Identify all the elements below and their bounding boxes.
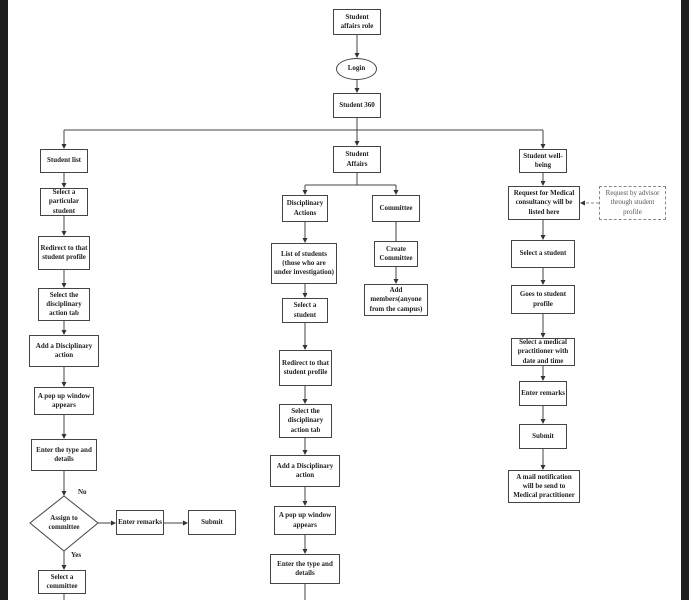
goes-to-profile-box: Goes to student profile — [511, 285, 575, 314]
select-particular-student-box: Select a particular student — [40, 188, 88, 216]
select-disciplinary-tab-box: Select the disciplinary action tab — [38, 288, 90, 321]
popup-window-box: A pop up window appears — [34, 387, 94, 415]
redirect-profile-box: Redirect to that student profile — [279, 350, 332, 386]
enter-type-details-box: Enter the type and details — [270, 554, 340, 584]
submit-box: Submit — [188, 510, 236, 535]
left-window-border — [0, 0, 8, 600]
enter-remarks-box: Enter remarks — [116, 510, 164, 535]
select-disciplinary-tab-box: Select the disciplinary action tab — [279, 404, 332, 438]
committee-box: Committee — [372, 195, 420, 222]
select-student-box: Select a student — [511, 240, 575, 268]
add-disciplinary-action-box: Add a Disciplinary action — [270, 455, 340, 487]
student-wellbeing-box: Student well-being — [519, 149, 567, 173]
enter-type-details-box: Enter the type and details — [31, 439, 97, 471]
select-medical-practitioner-box: Select a medical practitioner with date … — [511, 338, 575, 366]
no-label: No — [78, 488, 87, 496]
login-node: Login — [336, 58, 377, 80]
medical-request-list-box: Request for Medical consultancy will be … — [508, 186, 580, 220]
list-students-box: List of students (those who are under in… — [271, 243, 337, 284]
add-disciplinary-action-box: Add a Disciplinary action — [29, 335, 99, 367]
student-affairs-box: Student Affairs — [333, 146, 381, 173]
popup-window-box: A pop up window appears — [274, 506, 336, 535]
select-student-box: Select a student — [282, 298, 328, 323]
submit-box: Submit — [519, 424, 567, 449]
mail-notification-box: A mail notification will be send to Medi… — [508, 470, 580, 503]
assign-committee-decision: Assign to committee — [48, 514, 80, 532]
student-list-box: Student list — [40, 149, 88, 173]
create-committee-box: Create Committee — [374, 241, 418, 267]
enter-remarks-box: Enter remarks — [519, 381, 567, 406]
disciplinary-actions-box: Disciplinary Actions — [282, 195, 328, 222]
student-affairs-role-box: Student affairs role — [333, 9, 381, 35]
student-360-box: Student 360 — [333, 93, 381, 118]
advisor-request-box: Request by advisor through student profi… — [599, 186, 666, 220]
right-window-border — [681, 0, 689, 600]
redirect-profile-box: Redirect to that student profile — [38, 236, 90, 270]
select-committee-box: Select a committee — [38, 570, 86, 594]
add-members-box: Add members(anyone from the campus) — [364, 284, 428, 316]
yes-label: Yes — [71, 551, 82, 559]
